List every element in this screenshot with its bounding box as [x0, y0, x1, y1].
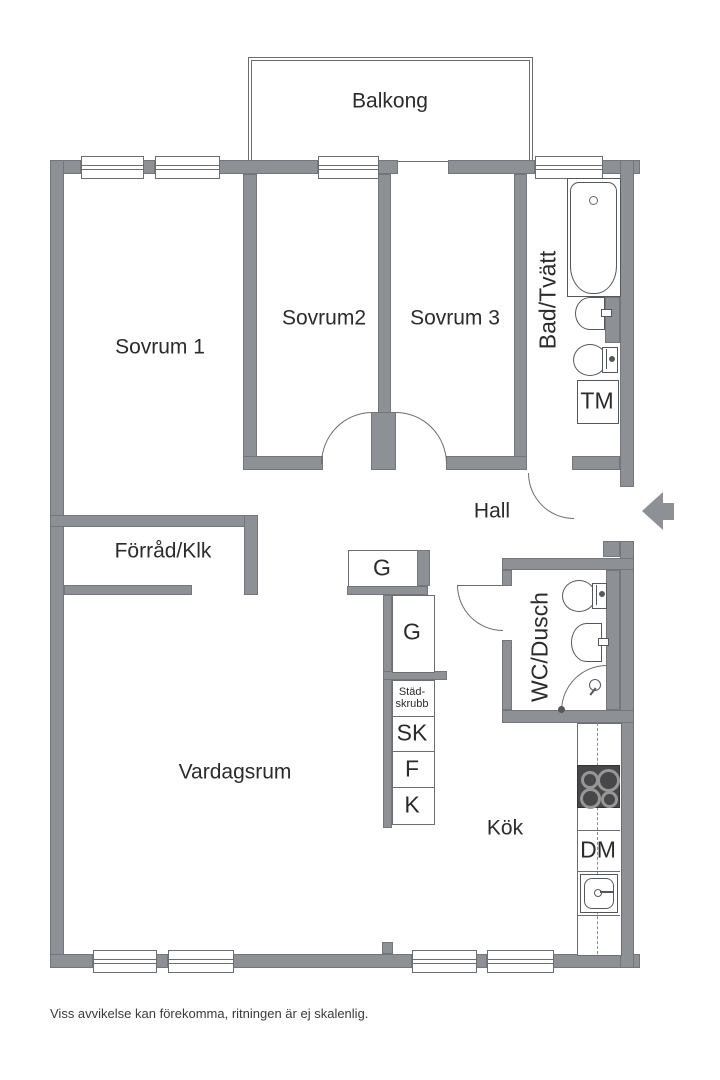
wall-segment: [448, 160, 535, 174]
faucet-icon: [594, 889, 602, 897]
door-arc: [457, 585, 503, 631]
entrance-arrow-icon: [642, 492, 663, 530]
wall-segment: [552, 954, 640, 968]
freezer-box: [392, 787, 435, 825]
wall-segment: [446, 456, 527, 470]
faucet-icon: [601, 309, 612, 317]
balcony-label: Balkong: [352, 89, 428, 113]
bedroom3-label: Sovrum 3: [410, 306, 500, 330]
wall-segment: [50, 515, 258, 527]
wall-segment: [502, 570, 512, 586]
wall-segment: [475, 954, 487, 968]
wc-shower-label: WC/Dusch: [526, 592, 553, 702]
faucet-icon: [600, 891, 613, 893]
closet-sk-label: SK: [396, 719, 428, 746]
window: [155, 156, 220, 179]
sink-icon: [571, 623, 602, 662]
cleaning-closet-label: Städ- skrubb: [390, 686, 434, 710]
storage-label: Förråd/Klk: [114, 539, 212, 563]
cleaning-closet-box: [392, 680, 435, 718]
freezer-label: K: [404, 791, 420, 818]
wall-segment: [383, 595, 392, 828]
wall-segment: [382, 942, 393, 954]
window: [535, 156, 603, 179]
wall-segment: [232, 954, 412, 968]
toilet-tank-icon: [609, 356, 615, 362]
dishwasher-label: DM: [580, 836, 616, 863]
wall-segment: [347, 586, 428, 595]
counter-divider: [577, 871, 620, 872]
shower-curtain-arc: [558, 706, 565, 713]
toilet-tank-icon: [606, 349, 607, 369]
toilet-tank-icon: [599, 591, 605, 597]
wall-segment: [605, 297, 620, 343]
kitchen-label: Kök: [486, 816, 524, 840]
wall-segment: [243, 456, 323, 470]
burner-icon: [580, 788, 601, 809]
wall-segment: [64, 585, 192, 595]
wall-segment: [155, 954, 168, 968]
closet-box: [392, 716, 435, 753]
door-arc: [321, 412, 372, 464]
window: [168, 950, 234, 973]
wall-segment: [218, 160, 318, 174]
counter-divider: [577, 915, 620, 916]
burner-icon: [601, 791, 618, 808]
burner-icon: [597, 769, 620, 792]
wall-segment: [383, 671, 447, 680]
washing-machine-label: TM: [580, 387, 614, 414]
wall-segment: [50, 160, 64, 968]
stove-icon: [577, 765, 620, 809]
bath-laundry-label: Bad/Tvätt: [534, 250, 561, 350]
cleaning-closet-line1: Städ-: [398, 685, 426, 698]
wall-segment: [572, 456, 620, 470]
wall-segment: [502, 710, 634, 723]
wardrobe1-label: G: [373, 554, 391, 581]
bedroom1-label: Sovrum 1: [115, 335, 205, 359]
kitchen-counter: [577, 723, 622, 956]
wall-segment: [502, 558, 634, 570]
wardrobe2-label: G: [403, 618, 421, 645]
window: [318, 156, 379, 179]
faucet-icon: [598, 638, 609, 646]
bathtub-drain-icon: [589, 196, 598, 205]
entrance-arrow-icon: [663, 503, 674, 520]
wall-segment: [243, 174, 257, 470]
wall-segment: [606, 570, 620, 710]
window: [81, 156, 144, 179]
door-arc: [528, 473, 574, 519]
door-arc: [396, 412, 447, 464]
washing-machine: [577, 380, 619, 424]
wall-segment: [603, 541, 620, 557]
wall-segment: [50, 954, 93, 968]
bedroom2-label: Sovrum2: [281, 306, 367, 330]
fridge-label: F: [404, 755, 420, 782]
wall-segment: [514, 174, 527, 470]
wardrobe-box: [392, 595, 435, 673]
wall-segment: [502, 640, 512, 710]
living-room-label: Vardagsrum: [178, 760, 292, 784]
wall-segment: [378, 174, 391, 414]
wall-segment: [244, 515, 258, 595]
wall-segment: [142, 160, 155, 174]
window: [93, 950, 157, 973]
toilet-icon: [562, 580, 596, 612]
fridge-box: [392, 751, 435, 789]
counter-divider: [577, 830, 620, 831]
wall-segment: [620, 160, 634, 487]
disclaimer-text: Viss avvikelse kan förekomma, ritningen …: [50, 1006, 369, 1021]
toilet-tank-icon: [596, 585, 597, 605]
hall-label: Hall: [473, 499, 511, 523]
wall-segment: [417, 550, 430, 586]
counter-centerline: [597, 723, 598, 954]
wall-segment: [620, 541, 634, 968]
window: [412, 950, 477, 973]
wall-segment: [377, 160, 398, 174]
cleaning-closet-line2: skrubb: [395, 698, 429, 710]
window: [487, 950, 554, 973]
wall-segment: [371, 412, 396, 470]
